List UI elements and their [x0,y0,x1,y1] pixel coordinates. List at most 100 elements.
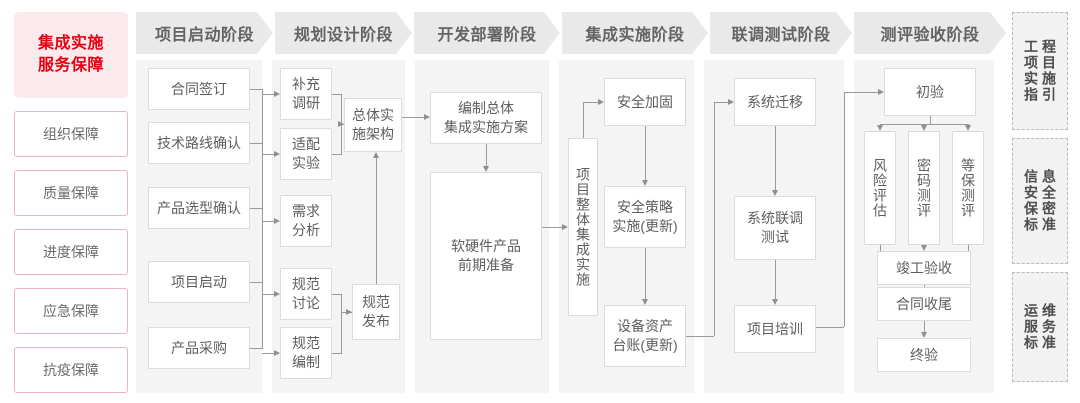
node-label-line1: 设备资产 [617,318,673,334]
guarantee-item-label: 进度保障 [43,244,99,260]
node-equipment-asset-ledger[interactable]: 设备资产 台账(更新) [604,305,686,367]
arrow-branch-crypto-icon [920,125,927,131]
phase-header-label: 测评验收阶段 [880,27,980,44]
node-label-line2: 编制 [292,354,320,370]
node-label: 技术路线确认 [157,134,241,151]
guarantee-item-label: 组织保障 [43,126,99,142]
connector-acceptance-down [930,116,931,125]
node-label: 项目培训 [747,320,803,337]
connector-to-adaptation-experiment [262,154,276,155]
guarantee-sidebar: 集成实施 服务保障 组织保障 质量保障 进度保障 应急保障 抗疫保障 [14,12,128,393]
arrow-hardening-to-policy-icon [641,180,648,186]
phase-header-label: 联调测试阶段 [731,27,831,44]
node-label: 项目启动 [171,273,227,290]
node-completion-acceptance[interactable]: 竣工验收 [877,251,971,285]
standard-item-engineering-guide[interactable]: 程目施引 工项实指 [1012,12,1068,130]
guarantee-item-schedule[interactable]: 进度保障 [14,229,128,275]
connector-jointtest-to-training [775,260,776,299]
node-product-selection-confirm[interactable]: 产品选型确认 [148,187,250,229]
node-label-line2: 测试 [761,229,789,245]
node-label: 合同签订 [171,80,227,97]
node-classified-protection-evaluation[interactable]: 等保测评 [952,131,984,245]
guarantee-item-label: 抗疫保障 [43,362,99,378]
node-standard-discussion[interactable]: 规范 讨论 [280,268,332,320]
node-project-training[interactable]: 项目培训 [734,305,816,353]
node-label-line2: 实施(更新) [612,218,678,234]
phase-header-evaluation-acceptance[interactable]: 测评验收阶段 [854,12,1006,54]
arrow-jointtest-to-training-icon [771,299,778,305]
arrow-to-standard-discussion-icon [274,290,280,297]
connector-integration-up [583,102,584,138]
phase-header-integration[interactable]: 集成实施阶段 [562,12,708,54]
standard-label-col-right: 息全密准 [1041,169,1057,233]
node-standard-release[interactable]: 规范 发布 [352,284,400,340]
node-label: 等保测评 [960,158,976,218]
node-label: 竣工验收 [896,259,952,276]
arrow-to-supplementary-research-icon [274,90,280,97]
node-standard-drafting[interactable]: 规范 编制 [280,327,332,379]
phase-header-label: 集成实施阶段 [585,27,685,44]
node-label: 系统迁移 [747,93,803,110]
connector-to-preliminary-acceptance [844,92,878,93]
phase-header-planning-design[interactable]: 规划设计阶段 [275,12,412,54]
guarantee-item-organization[interactable]: 组织保障 [14,111,128,157]
connector-techroute-out [250,143,262,144]
arrow-branch-risk-icon [876,125,883,131]
node-label-line2: 施架构 [352,126,394,142]
node-label-line2: 调研 [292,95,320,111]
node-adaptation-experiment[interactable]: 适配 实验 [280,128,332,180]
phase-header-dev-deploy[interactable]: 开发部署阶段 [414,12,560,54]
node-final-acceptance[interactable]: 终验 [877,338,971,372]
connector-to-system-migration [714,102,730,103]
node-cryptography-evaluation[interactable]: 密码测评 [908,131,940,245]
guarantee-item-quality[interactable]: 质量保障 [14,170,128,216]
guarantee-item-epidemic[interactable]: 抗疫保障 [14,347,128,393]
connector-to-standard-discussion [262,294,276,295]
node-security-policy-implementation[interactable]: 安全策略 实施(更新) [604,186,686,248]
guarantee-item-emergency[interactable]: 应急保障 [14,288,128,334]
node-contract-closure[interactable]: 合同收尾 [877,287,971,321]
standard-item-ops-service[interactable]: 维务准 运服标 [1012,272,1068,382]
standard-label-col-left: 信安保标 [1023,169,1039,233]
arrow-migration-to-jointtest-icon [771,190,778,196]
connector-kickoff-out [250,282,262,283]
node-tech-route-confirm[interactable]: 技术路线确认 [148,122,250,164]
standard-label-col-right: 程目施引 [1041,39,1057,103]
standard-item-infosec-confidentiality[interactable]: 息全密准 信安保标 [1012,138,1068,264]
node-product-procurement[interactable]: 产品采购 [148,327,250,369]
node-project-kickoff[interactable]: 项目启动 [148,261,250,303]
connector-ledger-right [686,336,714,337]
node-label-line2: 分析 [292,222,320,238]
node-system-migration[interactable]: 系统迁移 [734,78,816,126]
phase-header-project-launch[interactable]: 项目启动阶段 [136,12,273,54]
arrow-to-architecture-icon [338,120,344,127]
node-label-line2: 发布 [362,313,390,329]
node-system-joint-debug-test[interactable]: 系统联调 测试 [734,196,816,260]
node-preliminary-acceptance[interactable]: 初验 [884,68,976,116]
connector-policy-to-ledger [645,248,646,299]
connector-procurement-out [250,348,262,349]
connector-drafting-merge [332,353,342,354]
node-supplementary-research[interactable]: 补充 调研 [280,68,332,120]
node-hw-sw-preparation[interactable]: 软硬件产品 前期准备 [430,172,542,340]
phase-header-joint-test[interactable]: 联调测试阶段 [710,12,852,54]
connector-integration-to-hardening [583,102,600,103]
arrow-policy-to-ledger-icon [641,299,648,305]
node-contract-signing[interactable]: 合同签订 [148,68,250,110]
node-risk-assessment[interactable]: 风险评估 [864,131,896,245]
connector-risk-down [880,245,881,253]
connector-classified-down [968,245,969,253]
connector-to-supplementary-research [262,94,276,95]
node-security-hardening[interactable]: 安全加固 [604,78,686,126]
connector-contract-out [250,89,262,90]
node-label: 风险评估 [872,158,888,218]
node-overall-project-integration[interactable]: 项目整体集成实施 [568,138,598,316]
guarantee-title-line2: 服务保障 [37,57,104,74]
node-requirement-analysis[interactable]: 需求 分析 [280,195,332,247]
connector-research-merge [332,94,342,95]
phase-header-label: 项目启动阶段 [154,27,254,44]
node-label: 安全加固 [617,93,673,110]
node-overall-implementation-architecture[interactable]: 总体实 施架构 [344,98,402,152]
arrow-to-requirement-analysis-icon [274,217,280,224]
node-overall-integration-plan[interactable]: 编制总体 集成实施方案 [430,92,542,144]
